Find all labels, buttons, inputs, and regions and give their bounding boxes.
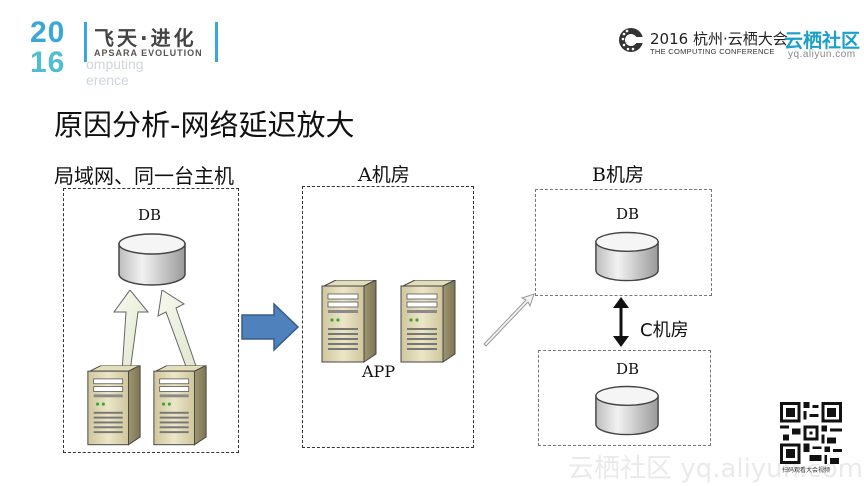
c-db-icon (594, 384, 660, 438)
b-db-label: DB (616, 205, 640, 223)
group-c-box (538, 350, 711, 446)
thin-arrow-a-to-b (483, 293, 535, 347)
logo-year-bottom: 16 (30, 46, 66, 79)
group-local-box (63, 188, 239, 453)
local-db-label: DB (138, 206, 162, 224)
site-name: 云栖社区 (784, 30, 861, 52)
group-c-label: C机房 (640, 320, 689, 341)
group-a-box (302, 186, 474, 448)
local-up-arrows (113, 290, 199, 373)
flow-arrow-right (241, 302, 300, 352)
c-db-label: DB (616, 360, 640, 378)
qr-caption: 扫码观看大会视频 (782, 467, 831, 474)
app-server-1-icon (318, 280, 380, 364)
logo-cn-text: 飞天·进化 (94, 26, 197, 50)
site-url: yq.aliyun.com (788, 49, 856, 60)
local-db-icon (117, 232, 187, 288)
group-a-label: A机房 (358, 164, 410, 186)
apsara-logo: 20 16 飞天·进化 APSARA EVOLUTION omputing er… (30, 16, 230, 92)
qr-code (780, 402, 842, 464)
up-arrow-right (157, 290, 199, 373)
group-local-label: 局域网、同一台主机 (54, 164, 234, 188)
logo-year-top: 20 (30, 16, 66, 49)
b-db-icon (594, 230, 660, 284)
logo-en-text: APSARA EVOLUTION (94, 48, 203, 58)
conference-logo-icon (618, 27, 644, 53)
group-b-box (535, 189, 712, 296)
app-label: APP (362, 362, 396, 381)
double-arrow-b-c (613, 297, 629, 347)
slide-title: 原因分析-网络延迟放大 (54, 108, 355, 142)
conference-title: 2016 杭州·云栖大会 (650, 30, 788, 48)
local-server-2-icon (150, 365, 210, 447)
conference-subtitle: THE COMPUTING CONFERENCE (650, 47, 775, 56)
app-server-2-icon (397, 280, 459, 364)
group-b-label: B机房 (592, 164, 644, 186)
local-server-1-icon (84, 365, 144, 447)
logo-sub-line1: omputing (86, 56, 144, 72)
logo-sub-line2: erence (86, 72, 129, 88)
up-arrow-left (113, 290, 150, 373)
logo-bracket (84, 22, 218, 62)
